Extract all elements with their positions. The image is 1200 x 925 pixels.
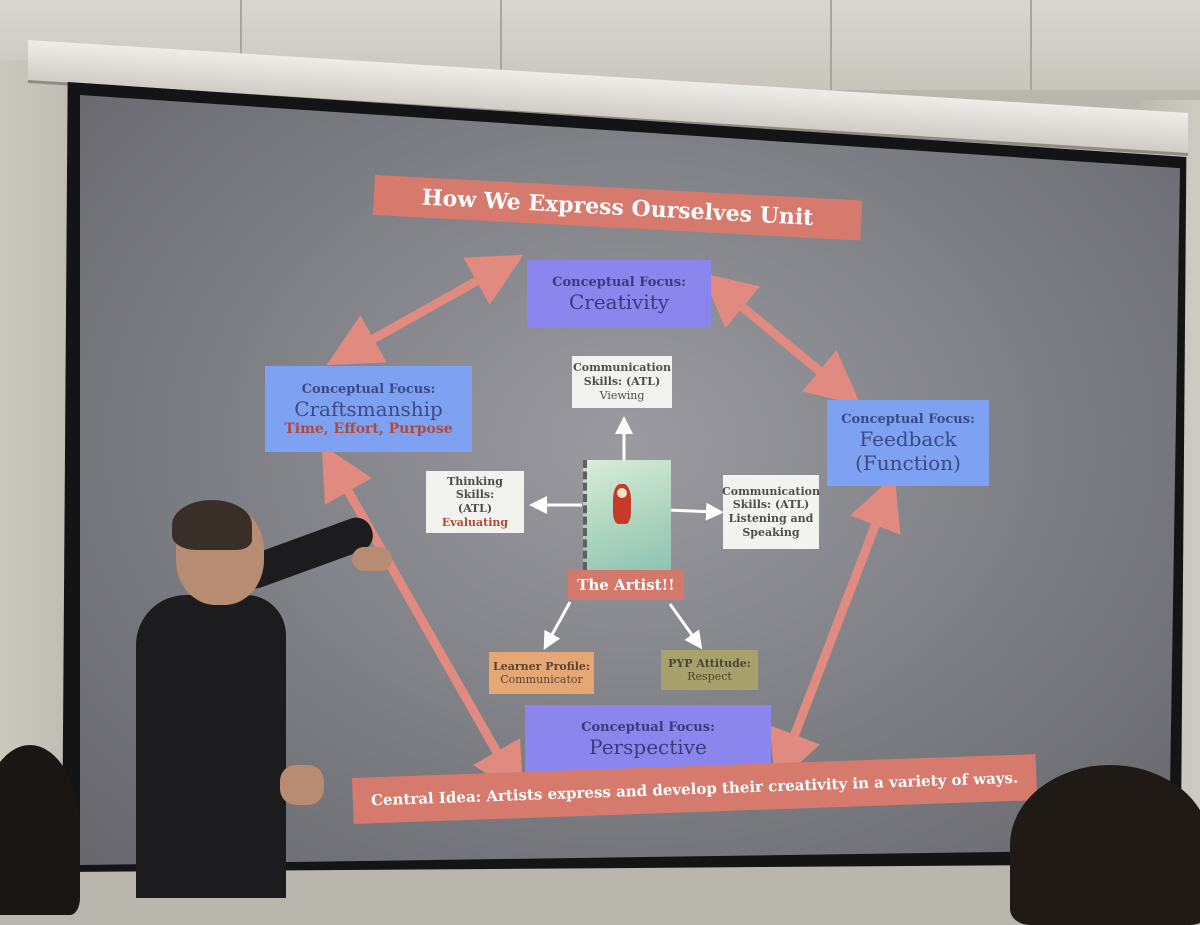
ceiling-seam [240, 0, 242, 90]
listening-line2: Skills: (ATL) [732, 498, 810, 512]
artist-drawing-image [583, 460, 671, 570]
pyp-attitude-value: Respect [687, 670, 732, 683]
perspective-name: Perspective [589, 734, 707, 759]
arrow-creativity-feedback [701, 272, 861, 406]
feedback-name: Feedback [859, 426, 957, 451]
craftsmanship-name: Craftsmanship [294, 396, 443, 421]
audience-head-right [1010, 765, 1200, 925]
thinking-line3: Evaluating [441, 515, 509, 529]
ceiling-seam [830, 0, 832, 90]
learner-profile-box: Learner Profile: Communicator [489, 652, 594, 694]
craftsmanship-sub: Time, Effort, Purpose [284, 420, 453, 437]
thinking-line1: Thinking Skills: [447, 474, 503, 502]
artist-face [617, 488, 627, 498]
feedback-sub: (Function) [855, 450, 961, 475]
feedback-label: Conceptual Focus: [841, 411, 975, 427]
ceiling-seam [500, 0, 502, 90]
learner-profile-label: Learner Profile: [493, 660, 590, 673]
viewing-line3: Viewing [599, 388, 645, 402]
arrow-to-pyp-attitude [668, 603, 703, 650]
feedback-box: Conceptual Focus: Feedback (Function) [827, 400, 989, 486]
perspective-label: Conceptual Focus: [581, 719, 715, 735]
pyp-attitude-label: PYP Attitude: [668, 657, 751, 670]
thinking-box: Thinking Skills: (ATL) Evaluating [426, 471, 524, 533]
ceiling-seam [1030, 0, 1032, 90]
viewing-line2: Skills: (ATL) [583, 375, 661, 389]
listening-box: Communication Skills: (ATL) Listening an… [722, 475, 820, 549]
viewing-box: Communication Skills: (ATL) Viewing [572, 356, 672, 408]
listening-line1: Communication [722, 484, 820, 498]
arrow-to-listening [667, 502, 724, 521]
creativity-box: Conceptual Focus: Creativity [527, 260, 711, 328]
artist-label: The Artist!! [568, 570, 684, 600]
presenter-body [136, 595, 286, 898]
creativity-label: Conceptual Focus: [552, 274, 686, 290]
presenter-hair [172, 500, 252, 550]
creativity-name: Creativity [568, 289, 670, 314]
arrow-creativity-craftsmanship [326, 254, 524, 366]
listening-line4: Speaking [742, 525, 800, 539]
slide-arrows [321, 254, 901, 799]
presenter-hand [352, 547, 392, 571]
arrow-feedback-perspective [769, 474, 901, 786]
arrow-to-learner-profile [543, 601, 572, 650]
pyp-attitude-box: PYP Attitude: Respect [661, 650, 758, 690]
craftsmanship-label: Conceptual Focus: [301, 381, 436, 397]
presenter-other-hand [280, 765, 324, 805]
perspective-box: Conceptual Focus: Perspective [525, 705, 771, 773]
viewing-line1: Communication [573, 361, 671, 375]
audience-head-left [0, 745, 80, 915]
listening-line3: Listening and [728, 512, 814, 525]
thinking-line2: (ATL) [457, 502, 493, 515]
craftsmanship-box: Conceptual Focus: Craftsmanship Time, Ef… [265, 366, 472, 452]
learner-profile-value: Communicator [500, 673, 583, 686]
